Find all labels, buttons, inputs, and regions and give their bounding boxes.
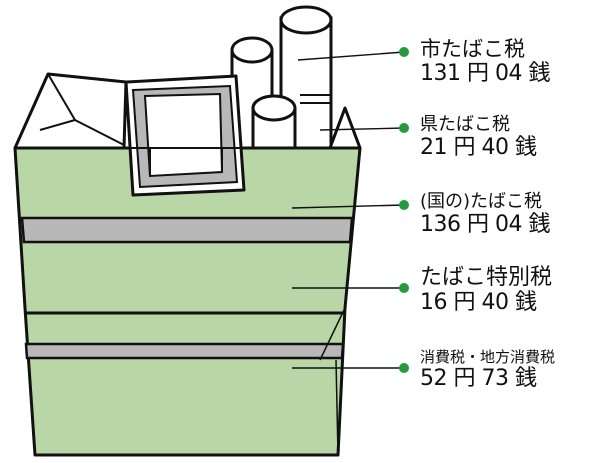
cigarette-left-top (230, 36, 274, 64)
leader-2 (319, 127, 405, 131)
tax-label-special: たばこ特別税 16 円 40 銭 (420, 267, 552, 314)
leaders (291, 47, 409, 373)
pack-body (13, 74, 362, 457)
top-right-flap (328, 106, 362, 150)
tax-name: 市たばこ税 (420, 37, 525, 61)
marker-3 (399, 200, 409, 210)
tax-label-national: (国の)たばこ税 136 円 04 銭 (420, 193, 550, 236)
leader-3 (291, 204, 405, 209)
marker-2 (399, 123, 409, 133)
tax-name: 消費税・地方消費税 (420, 348, 556, 366)
tax-label-prefecture: 県たばこ税 21 円 40 銭 (420, 114, 537, 160)
leader-1 (297, 51, 405, 61)
tax-amount: 52 円 73 銭 (420, 366, 537, 391)
tax-label-city: 市たばこ税 131 円 04 銭 (420, 39, 550, 85)
tax-name: たばこ特別税 (420, 265, 553, 290)
cigarettes (230, 5, 333, 160)
box-front (13, 146, 362, 457)
cigarette-small-top (251, 94, 297, 122)
tax-name: 県たばこ税 (420, 114, 510, 135)
tax-label-consumption: 消費税・地方消費税 52 円 73 銭 (420, 350, 555, 390)
cigarette-tall-top (279, 5, 333, 35)
tax-amount: 16 円 40 銭 (420, 290, 537, 315)
band-lower (24, 342, 345, 360)
inner-frame-white (143, 92, 224, 178)
marker-5 (399, 363, 409, 373)
tax-amount: 136 円 04 銭 (420, 212, 550, 237)
tax-amount: 21 円 40 銭 (420, 135, 537, 160)
marker-1 (399, 47, 409, 57)
band-upper (20, 216, 354, 244)
tax-amount: 131 円 04 銭 (420, 61, 550, 86)
marker-4 (399, 283, 409, 293)
tax-name: (国の)たばこ税 (420, 191, 543, 212)
